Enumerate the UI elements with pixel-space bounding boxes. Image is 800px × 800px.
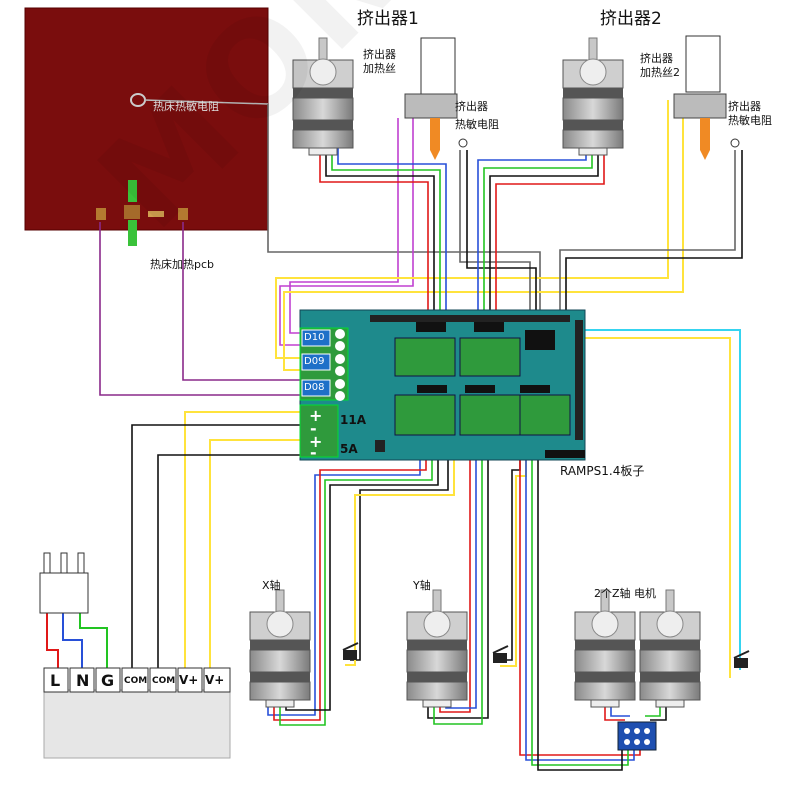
z-connector — [617, 721, 657, 751]
psu-com-1: COM — [124, 676, 148, 686]
psu-n: N — [76, 671, 90, 690]
z-axis-motor-1 — [574, 589, 636, 708]
z-endstop-icon — [733, 650, 750, 669]
bed-pcb-label: 热床加热pcb — [150, 258, 215, 271]
thermistor1-label: 挤出器 热敏电阻 — [455, 100, 499, 131]
extruder1-title: 挤出器1 — [357, 9, 419, 29]
extruder2-title: 挤出器2 — [600, 9, 662, 29]
psu-l: L — [50, 671, 61, 690]
ac-plug-icon — [39, 552, 89, 614]
svg-text:-: - — [310, 419, 317, 438]
svg-text:-: - — [310, 443, 317, 462]
heater1-label: 挤出器 加热丝 — [363, 48, 396, 75]
extruder1-motor — [292, 37, 354, 156]
heated-bed — [24, 7, 269, 231]
d08-label: D08 — [304, 382, 325, 393]
d10-label: D10 — [304, 332, 325, 343]
bed-thermistor-label: 热床热敏电阻 — [153, 100, 219, 113]
bed-thermistor-icon — [130, 93, 269, 107]
d09-label: D09 — [304, 356, 325, 367]
heater2-label: 挤出器 加热丝2 — [640, 52, 680, 79]
extruder2-motor — [562, 37, 624, 156]
amp5-label: 5A — [340, 442, 358, 456]
amp11-label: 11A — [340, 413, 366, 427]
ramps-board: + - + - — [299, 309, 586, 462]
psu-com-2: COM — [152, 676, 176, 686]
y-axis-label: Y轴 — [413, 579, 431, 592]
psu-v-2: V+ — [205, 673, 225, 687]
power-supply — [43, 667, 231, 759]
x-axis-label: X轴 — [262, 579, 281, 592]
x-axis-motor — [249, 589, 311, 708]
z-axis-label: 2个Z轴 电机 — [594, 587, 657, 600]
psu-v-1: V+ — [179, 673, 199, 687]
svg-text:+: + — [309, 432, 322, 451]
z-axis-motor-2 — [639, 589, 701, 708]
psu-g: G — [101, 671, 115, 690]
y-axis-motor — [406, 589, 468, 708]
svg-text:+: + — [309, 406, 322, 425]
board-label: RAMPS1.4板子 — [560, 464, 645, 478]
extruder1-hotend — [404, 37, 468, 160]
extruder2-hotend — [673, 35, 740, 160]
bed-led-icon — [96, 180, 188, 246]
y-endstop-icon — [492, 645, 509, 664]
thermistor2-label: 挤出器 热敏电阻 — [728, 100, 772, 127]
